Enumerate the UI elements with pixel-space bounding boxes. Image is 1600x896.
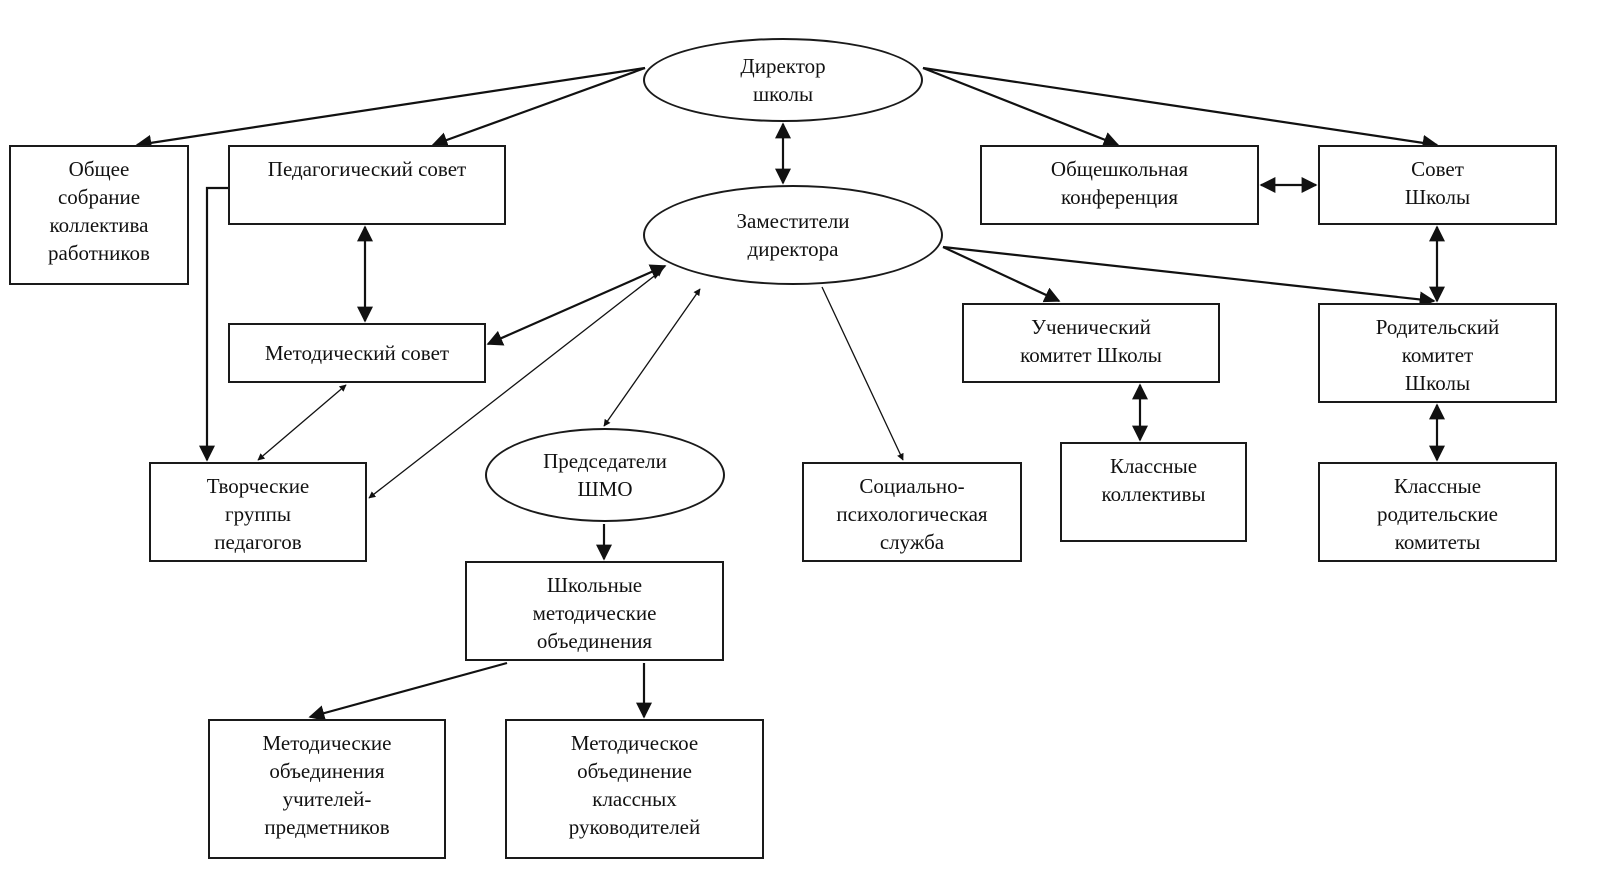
node-label-line: Творческие — [206, 474, 310, 498]
node-label-line: группы — [225, 502, 291, 526]
connector-director-to-ped-council — [431, 66, 646, 148]
connector-director-to-school-council — [922, 66, 1439, 151]
connector-deputies-to-parent-committee — [942, 245, 1436, 308]
node-label-line: Совет — [1411, 157, 1464, 181]
node-label-line: объединения — [269, 759, 385, 783]
node-label-line: работников — [48, 241, 150, 265]
node-label-line: собрание — [57, 185, 141, 209]
node-label-line: учителей- — [282, 787, 372, 811]
node-label-line: Школьные — [546, 573, 643, 597]
node-label-line: Школы — [1404, 371, 1471, 395]
node-label-line: Родительский — [1375, 315, 1500, 339]
node-label-line: директора — [747, 237, 839, 261]
connector-director-to-school-conference — [922, 66, 1120, 148]
node-label-line: служба — [879, 530, 945, 554]
node-subject-teacher-unions: Методические объединения учителей-предметн… — [208, 719, 446, 859]
node-class-teacher-union: Методическое объединение классных руководит… — [505, 719, 764, 859]
node-label-line: коллективы — [1101, 482, 1206, 506]
node-label-line: Общешкольная — [1050, 157, 1189, 181]
node-label-line: Заместители — [736, 209, 850, 233]
node-label-line: предметников — [264, 815, 390, 839]
connector-method-council-to-creative-groups — [257, 384, 347, 461]
node-label-line: Социально- — [859, 474, 965, 498]
connector-deputies-to-shmo-chairs — [603, 288, 701, 427]
node-label-line: Педагогический совет — [267, 157, 467, 181]
node-creative-groups: Творческие группы педагогов — [149, 462, 367, 562]
node-deputies: Заместители директора — [643, 185, 943, 285]
connector-director-to-general-meeting — [135, 66, 646, 151]
connector-deputies-to-social-service — [821, 286, 904, 461]
node-class-parent-committees: Классные родительские комитеты — [1318, 462, 1557, 562]
node-label-line: комитет — [1401, 343, 1474, 367]
node-label-line: Директор — [740, 54, 826, 78]
node-label-line: ШМО — [577, 477, 633, 501]
node-label-line: родительские — [1377, 502, 1498, 526]
node-social-psych-service: Социально-психологическая служба — [802, 462, 1022, 562]
node-label-line: конференция — [1061, 185, 1178, 209]
node-label-line: Председатели — [543, 449, 667, 473]
node-label-line: школы — [752, 82, 814, 106]
node-school-conference: Общешкольная конференция — [980, 145, 1259, 225]
node-student-committee: Ученический комитет Школы — [962, 303, 1220, 383]
node-director: Директор школы — [643, 38, 923, 122]
connector-deputies-to-method-council — [486, 264, 667, 346]
node-label-line: Школы — [1404, 185, 1471, 209]
node-label-line: коллектива — [49, 213, 149, 237]
connector-deputies-to-student-committee — [942, 246, 1061, 303]
connector-school-method-unions-to-subject-teacher-unions — [308, 661, 508, 721]
node-label-line: психологическая — [836, 502, 988, 526]
node-label-line: Общее — [68, 157, 130, 181]
node-label-line: комитет Школы — [1020, 343, 1162, 367]
node-methodical-council: Методический совет — [228, 323, 486, 383]
node-label-line: Ученический — [1031, 315, 1151, 339]
node-label-line: классных — [592, 787, 677, 811]
node-label-line: Методические — [262, 731, 392, 755]
node-general-meeting: Общее собрание коллектива работников — [9, 145, 189, 285]
node-label-line: комитеты — [1394, 530, 1481, 554]
node-label-line: методические — [532, 601, 657, 625]
node-label-line: объединения — [536, 629, 653, 653]
node-label-line: Классные — [1109, 454, 1198, 478]
node-label-line: руководителей — [568, 815, 701, 839]
node-label-line: Классные — [1393, 474, 1482, 498]
node-class-collectives: Классные коллективы — [1060, 442, 1247, 542]
node-label-line: объединение — [577, 759, 692, 783]
node-school-method-unions: Школьные методические объединения — [465, 561, 724, 661]
node-label-line: педагогов — [214, 530, 302, 554]
node-pedagogical-council: Педагогический совет — [228, 145, 506, 225]
node-label-line: Методическое — [570, 731, 699, 755]
connector-ped-council-to-creative-groups — [199, 186, 228, 462]
node-label-line: Методический совет — [264, 341, 450, 365]
